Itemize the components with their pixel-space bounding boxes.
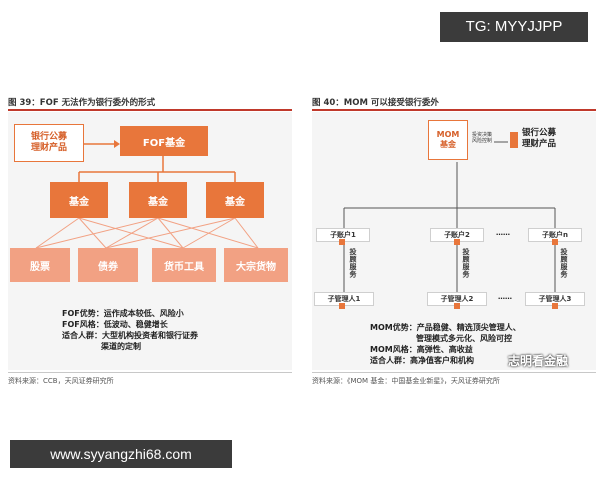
fig40-manager-1-tag bbox=[339, 303, 345, 309]
fig40-title-rule bbox=[312, 109, 596, 111]
url-badge: www.syyangzhi68.com bbox=[10, 440, 232, 468]
fig39-fund-box-1: 基金 bbox=[50, 182, 108, 218]
fig39-asset-stocks: 股票 bbox=[10, 248, 70, 282]
fig39-note-3: 适合人群：大型机构投资者和银行证券 bbox=[62, 331, 198, 340]
fig39-connectors bbox=[35, 140, 259, 249]
fig40-account-n-tag bbox=[552, 239, 558, 245]
fig40-note-3: MOM风格：高弹性、高收益 bbox=[370, 345, 473, 354]
fig40-note-1: MOM优势：产品稳健、精选顶尖管理人、 bbox=[370, 323, 521, 332]
fig40-inner-label: 投资决策 风险控制 bbox=[472, 132, 493, 144]
fig40-source-rule bbox=[312, 372, 596, 373]
fig39-asset-money-market: 货币工具 bbox=[152, 248, 216, 282]
fig39-note-4: 渠道的定制 bbox=[101, 342, 141, 351]
fig39-notes: FOF优势：运作成本较低、风险小 FOF风格：低波动、稳健增长 适合人群：大型机… bbox=[62, 308, 198, 352]
fig40-manager-3-tag bbox=[552, 303, 558, 309]
fig39-panel: 银行公募 理财产品 FOF基金 基金 基金 基金 股票 债券 货币工具 大宗货物… bbox=[8, 112, 292, 370]
fig40-account-1-tag bbox=[339, 239, 345, 245]
fig39-fund-box-2: 基金 bbox=[129, 182, 187, 218]
fig40-manager-2-tag bbox=[454, 303, 460, 309]
fig40-notes: MOM优势：产品稳健、精选顶尖管理人、 管理模式多元化、风险可控 MOM风格：高… bbox=[370, 322, 521, 366]
fig40-title: 图 40：MOM 可以接受银行委外 bbox=[312, 98, 439, 108]
fig40-mom-box: MOM 基金 bbox=[428, 120, 468, 160]
fig40-accounts-ellipsis: …… bbox=[496, 229, 510, 237]
watermark-text: 志明看金融 bbox=[508, 354, 569, 368]
fig40-note-2: 管理模式多元化、风险可控 bbox=[416, 334, 512, 343]
fig39-note-1: FOF优势：运作成本较低、风险小 bbox=[62, 309, 184, 318]
fig40-bank-tag bbox=[510, 132, 518, 148]
fig40-connectors bbox=[343, 141, 556, 292]
fig40-source: 资料来源：《MOM 基金：中国基金业新星》，天风证券研究所 bbox=[312, 377, 500, 385]
fig40-bank-product-label: 银行公募 理财产品 bbox=[522, 128, 557, 149]
fig40-service-label-1: 投顾服务 bbox=[349, 248, 357, 278]
fig40-managers-ellipsis: …… bbox=[498, 293, 512, 301]
fig39-fund-box-3: 基金 bbox=[206, 182, 264, 218]
tg-badge: TG: MYYJJPP bbox=[440, 12, 588, 42]
fig40-service-label-3: 投顾服务 bbox=[560, 248, 568, 278]
fig39-title: 图 39：FOF 无法作为银行委外的形式 bbox=[8, 98, 156, 108]
fig40-panel: MOM 基金 投资决策 风险控制 银行公募 理财产品 子账户1 子账户2 子账户… bbox=[312, 112, 596, 370]
fig39-asset-commodities: 大宗货物 bbox=[224, 248, 288, 282]
fig40-service-label-2: 投顾服务 bbox=[462, 248, 470, 278]
fig39-source: 资料来源：CCB，天风证券研究所 bbox=[8, 377, 114, 385]
fig39-note-2: FOF风格：低波动、稳健增长 bbox=[62, 320, 168, 329]
fig39-source-rule bbox=[8, 372, 292, 373]
fig40-account-2-tag bbox=[454, 239, 460, 245]
fig40-note-4: 适合人群：高净值客户和机构 bbox=[370, 356, 474, 365]
fig39-title-rule bbox=[8, 109, 292, 111]
fig39-fof-box: FOF基金 bbox=[120, 126, 208, 156]
fig39-bank-product-box: 银行公募 理财产品 bbox=[14, 124, 84, 162]
fig39-asset-bonds: 债券 bbox=[78, 248, 138, 282]
